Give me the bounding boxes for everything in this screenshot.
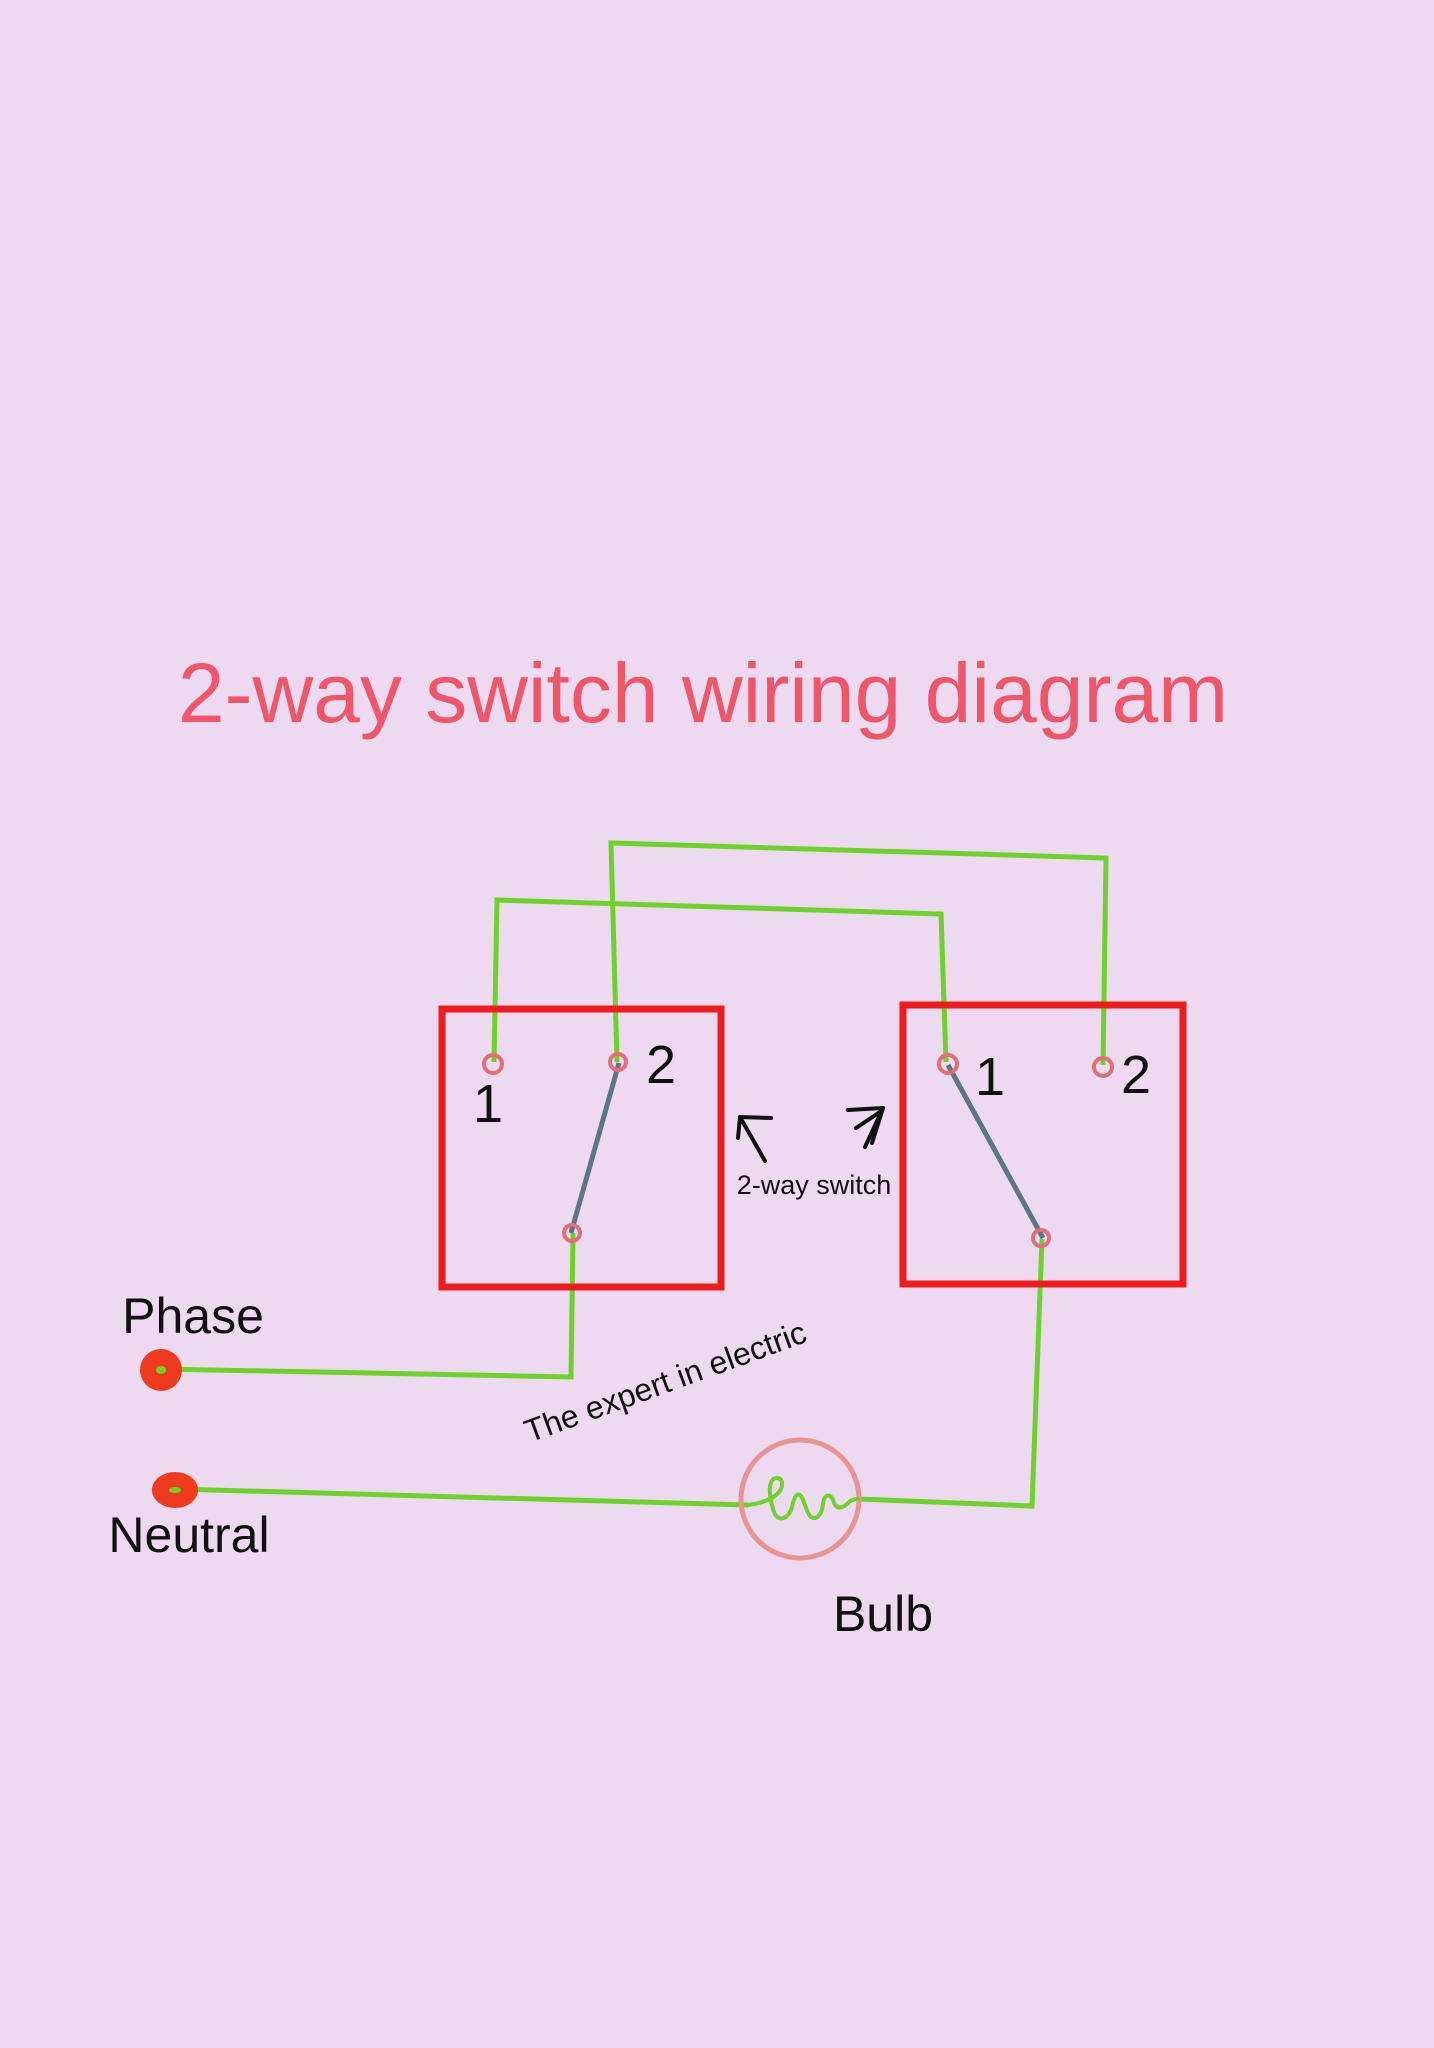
bulb-to-switch-wire [857, 1238, 1045, 1509]
watermark-text: The expert in electric [520, 1314, 811, 1449]
phase-label: Phase [122, 1288, 264, 1344]
switch-right-box [899, 1001, 1187, 1288]
traveler-wire-outer [608, 840, 1109, 1066]
neutral-terminal-icon [152, 1472, 198, 1508]
phase-terminal-icon [140, 1349, 182, 1391]
arrow-up-left-icon [736, 1115, 773, 1163]
traveler-wires [491, 840, 1109, 1066]
switch-right-terminal-1-icon [937, 1053, 959, 1075]
page-title: 2-way switch wiring diagram [178, 646, 1228, 740]
switch-right-common-terminal-icon [1031, 1228, 1051, 1248]
switch-right-terminal-2-icon [1092, 1056, 1114, 1078]
switch-left-terminal-1-label: 1 [473, 1074, 503, 1134]
switch-left: 1 2 [438, 1005, 725, 1291]
arrow-up-right-icon [846, 1106, 885, 1149]
phase-wire [161, 1232, 576, 1380]
traveler-wire-inner [491, 897, 949, 1063]
switch-left-common-terminal-icon [562, 1223, 582, 1243]
switch-left-box [438, 1005, 725, 1291]
switch-caption: 2-way switch [737, 1170, 892, 1200]
neutral-wire [175, 1486, 749, 1508]
switch-left-terminal-2-label: 2 [646, 1035, 676, 1095]
switch-right-lever [945, 1063, 1046, 1240]
switch-left-lever [568, 1062, 622, 1234]
bulb-icon [738, 1437, 862, 1561]
bulb-label: Bulb [833, 1586, 933, 1642]
switch-left-terminal-2-icon [608, 1052, 628, 1072]
neutral-label: Neutral [108, 1507, 269, 1563]
switch-right: 1 2 [899, 1001, 1187, 1288]
supply-wires [161, 1232, 1045, 1509]
switch-right-terminal-2-label: 2 [1121, 1045, 1151, 1105]
switch-right-terminal-1-label: 1 [975, 1047, 1005, 1107]
switch-left-terminal-1-icon [482, 1053, 504, 1075]
